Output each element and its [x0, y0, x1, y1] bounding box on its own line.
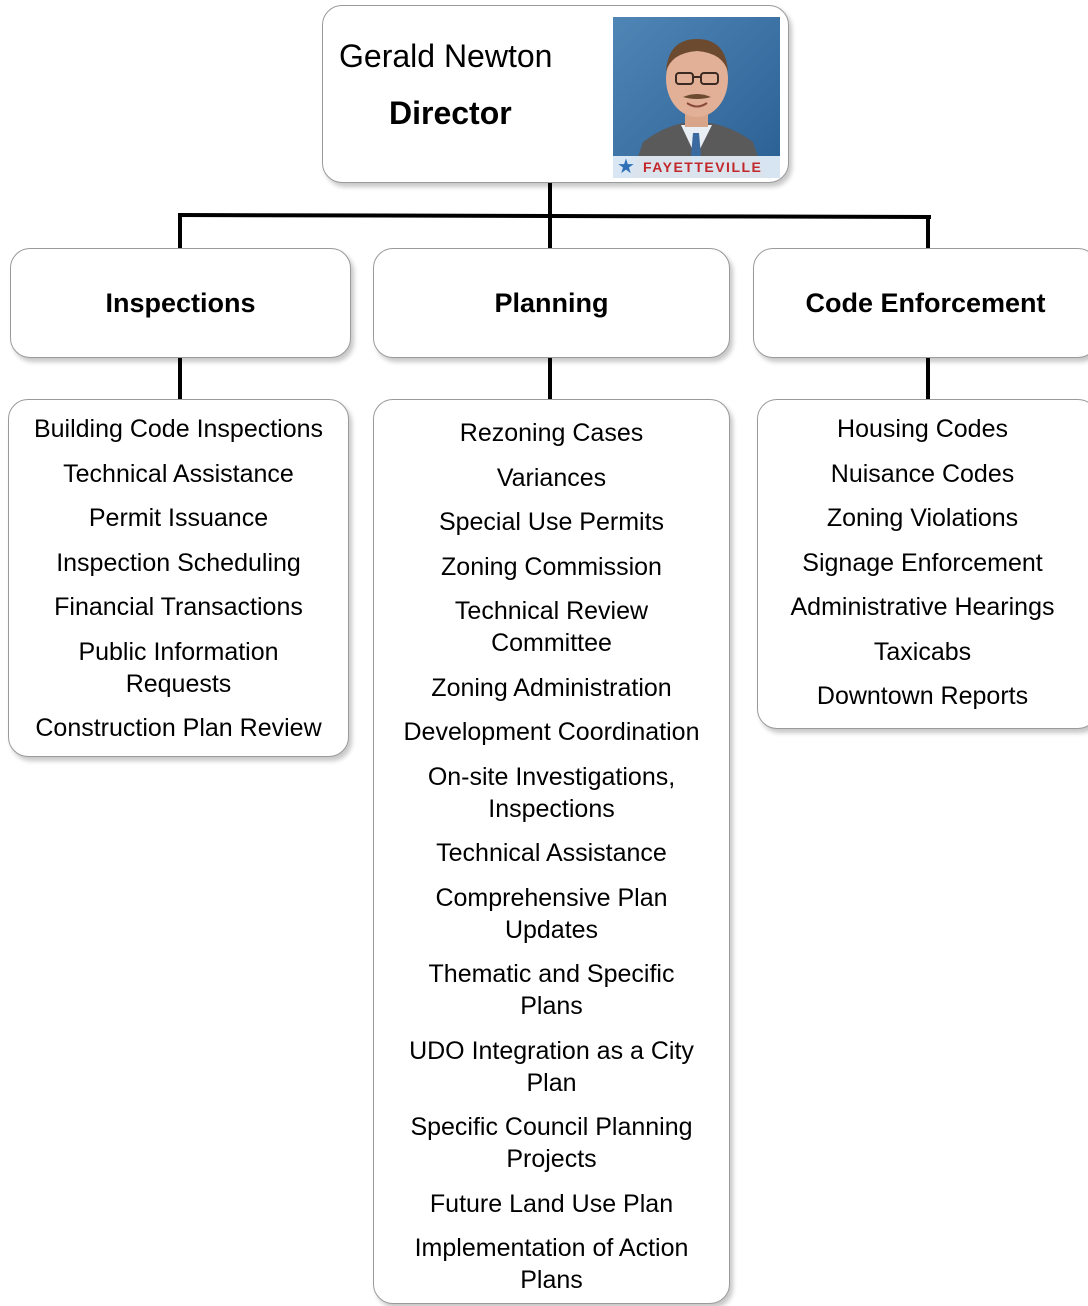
- photo-caption-banner: ★ FAYETTEVILLE: [613, 156, 780, 178]
- director-name: Gerald Newton: [339, 38, 553, 74]
- list-item: Financial Transactions: [54, 593, 303, 621]
- list-item: Variances: [496, 463, 607, 492]
- department-title: Planning: [494, 287, 609, 318]
- list-item: Housing Codes: [837, 415, 1008, 443]
- list-item: On-site Investigations, Inspections: [427, 762, 676, 823]
- connector-director-stem: [548, 183, 552, 217]
- photo-caption-text: FAYETTEVILLE: [643, 159, 763, 175]
- list-item: Inspection Scheduling: [56, 548, 301, 577]
- inspections-duties-list: Building Code Inspections Technical Assi…: [8, 399, 349, 757]
- department-header-inspections: Inspections: [10, 248, 351, 358]
- director-title: Director: [389, 95, 512, 131]
- connector-horizontal-bar: [177, 213, 932, 219]
- connector-inspections-list: [178, 358, 182, 400]
- connector-code-enforcement-list: [926, 358, 930, 400]
- list-item: Administrative Hearings: [790, 593, 1055, 621]
- list-item: Permit Issuance: [88, 504, 269, 532]
- list-item: Zoning Violations: [826, 504, 1019, 532]
- code-enforcement-duties-list: Housing Codes Nuisance Codes Zoning Viol…: [757, 399, 1088, 729]
- department-header-planning: Planning: [373, 248, 730, 358]
- director-portrait-image: [613, 17, 780, 178]
- list-item: Specific Council Planning Projects: [410, 1113, 693, 1173]
- planning-duties-list: Rezoning Cases Variances Special Use Per…: [373, 399, 730, 1304]
- department-header-code-enforcement: Code Enforcement: [753, 248, 1088, 358]
- department-title: Code Enforcement: [805, 287, 1046, 318]
- list-item: Downtown Reports: [816, 682, 1029, 710]
- list-item: Nuisance Codes: [830, 459, 1015, 488]
- list-item: Signage Enforcement: [802, 548, 1043, 577]
- department-title: Inspections: [105, 287, 256, 318]
- list-item: Zoning Administration: [431, 673, 672, 702]
- list-item: Zoning Commission: [441, 552, 662, 581]
- list-item: Construction Plan Review: [35, 714, 322, 742]
- list-item: Technical Assistance: [63, 459, 294, 488]
- list-item: Technical Assistance: [436, 839, 667, 867]
- director-photo: ★ FAYETTEVILLE: [613, 17, 780, 178]
- list-item: Implementation of Action Plans: [414, 1234, 689, 1294]
- connector-planning-drop: [548, 214, 552, 248]
- list-item: Technical Review Committee: [454, 597, 649, 657]
- list-item: Rezoning Cases: [459, 419, 644, 447]
- list-item: UDO Integration as a City Plan: [409, 1036, 694, 1097]
- connector-inspections-drop: [178, 214, 182, 248]
- list-item: Public Information Requests: [78, 637, 279, 698]
- list-item: Comprehensive Plan Updates: [435, 883, 668, 944]
- list-item: Building Code Inspections: [33, 415, 324, 443]
- list-item: Special Use Permits: [438, 508, 665, 536]
- connector-planning-list: [548, 358, 552, 400]
- star-icon: ★: [617, 156, 637, 178]
- director-box: Gerald Newton Director: [322, 5, 789, 183]
- connector-code-enforcement-drop: [926, 216, 930, 248]
- list-item: Development Coordination: [403, 718, 700, 746]
- list-item: Thematic and Specific Plans: [428, 960, 675, 1020]
- list-item: Future Land Use Plan: [429, 1189, 674, 1218]
- list-item: Taxicabs: [873, 637, 972, 666]
